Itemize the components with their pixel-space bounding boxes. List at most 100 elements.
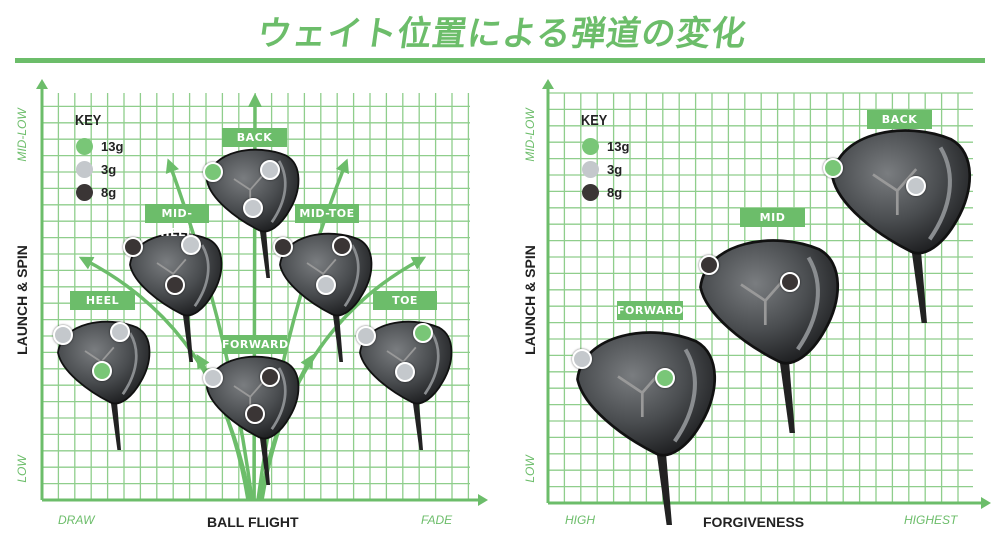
shaft bbox=[259, 224, 270, 278]
key-item-3g: 3g bbox=[76, 161, 116, 178]
weight-13g-icon bbox=[203, 162, 223, 182]
y-axis-arrow-icon bbox=[542, 79, 554, 89]
left-y-top-label: MID-LOW bbox=[15, 108, 29, 162]
weight-3g-icon bbox=[110, 322, 130, 342]
weight-8g-icon bbox=[165, 275, 185, 295]
position-label-forward: FORWARD bbox=[617, 301, 683, 320]
weight-8g-icon bbox=[123, 237, 143, 257]
key-label: 8g bbox=[607, 185, 623, 200]
shaft bbox=[259, 431, 270, 485]
club-head-rim bbox=[673, 348, 697, 443]
position-label-back: BACK bbox=[222, 128, 287, 147]
club-head-rim bbox=[343, 244, 360, 307]
position-label-heel: HEEL bbox=[70, 291, 135, 310]
club-heads bbox=[57, 129, 972, 525]
club-head bbox=[699, 239, 840, 365]
weight-13g-icon bbox=[823, 158, 843, 178]
weight-3g-icon bbox=[181, 235, 201, 255]
key-label: 8g bbox=[101, 185, 117, 200]
key-title: KEY bbox=[75, 112, 102, 129]
x-axis-arrow-icon bbox=[478, 494, 488, 506]
weight-13g-icon bbox=[655, 368, 675, 388]
position-label-toe: TOE bbox=[373, 291, 437, 310]
key-item-3g: 3g bbox=[582, 161, 622, 178]
left-y-bottom-label: LOW bbox=[15, 455, 29, 483]
position-label-mid-toe: MID-TOE bbox=[295, 204, 359, 223]
right-y-bottom-label: LOW bbox=[523, 455, 537, 483]
weight-8g-icon bbox=[245, 404, 265, 424]
left-x-right-label: FADE bbox=[421, 513, 453, 527]
y-axis-arrow-icon bbox=[36, 79, 48, 89]
club-head-back bbox=[831, 129, 972, 323]
club-head-rim bbox=[423, 332, 440, 395]
club-head-rim bbox=[928, 146, 952, 241]
club-head-mid-heel bbox=[129, 232, 223, 362]
position-label-back: BACK bbox=[867, 110, 932, 129]
title-divider bbox=[15, 58, 985, 63]
key-item-13g: 13g bbox=[76, 138, 123, 155]
club-head-rim bbox=[796, 256, 820, 351]
key-title: KEY bbox=[581, 112, 608, 129]
key-label: 13g bbox=[607, 139, 630, 154]
weight-8g-icon bbox=[582, 184, 599, 201]
right-x-axis-title: FORGIVENESS bbox=[703, 514, 805, 530]
weight-3g-icon bbox=[76, 161, 93, 178]
shaft bbox=[910, 242, 927, 323]
shaft bbox=[332, 308, 343, 362]
club-head-crown-mark bbox=[617, 370, 663, 417]
shaft bbox=[655, 444, 672, 525]
club-head-crown-mark bbox=[872, 168, 918, 215]
club-head bbox=[831, 129, 972, 255]
left-y-axis-title: LAUNCH & SPIN bbox=[14, 245, 30, 355]
weight-13g-icon bbox=[76, 138, 93, 155]
weight-3g-icon bbox=[572, 349, 592, 369]
right-y-axis-title: LAUNCH & SPIN bbox=[522, 245, 538, 355]
position-label-mid-heel: MID-HEEL bbox=[145, 204, 209, 239]
weight-3g-icon bbox=[260, 160, 280, 180]
weight-8g-icon bbox=[273, 237, 293, 257]
key-item-8g: 8g bbox=[76, 184, 116, 201]
key-item-8g: 8g bbox=[582, 184, 622, 201]
right-x-right-label: HIGHEST bbox=[904, 513, 958, 527]
position-label-forward: FORWARD bbox=[222, 335, 288, 354]
shaft bbox=[110, 396, 121, 450]
weight-8g-icon bbox=[76, 184, 93, 201]
key-item-13g: 13g bbox=[582, 138, 629, 155]
weight-3g-icon bbox=[906, 176, 926, 196]
club-head-rim bbox=[121, 332, 138, 395]
left-x-left-label: DRAW bbox=[58, 513, 95, 527]
club-head bbox=[576, 331, 717, 457]
club-head-crown-mark bbox=[740, 278, 786, 325]
weight-13g-icon bbox=[413, 323, 433, 343]
weight-3g-icon bbox=[243, 198, 263, 218]
club-head-mid-toe bbox=[279, 232, 373, 362]
key-label: 13g bbox=[101, 139, 124, 154]
weight-3g-icon bbox=[582, 161, 599, 178]
club-head-mid bbox=[699, 239, 840, 433]
shaft bbox=[412, 396, 423, 450]
weight-3g-icon bbox=[395, 362, 415, 382]
weight-3g-icon bbox=[356, 326, 376, 346]
shaft bbox=[182, 308, 193, 362]
weight-3g-icon bbox=[203, 368, 223, 388]
weight-8g-icon bbox=[699, 255, 719, 275]
shaft bbox=[778, 352, 795, 433]
key-label: 3g bbox=[607, 162, 623, 177]
club-head-rim bbox=[270, 367, 287, 430]
weight-13g-icon bbox=[582, 138, 599, 155]
left-x-axis-title: BALL FLIGHT bbox=[207, 514, 299, 530]
club-head-rim bbox=[270, 160, 287, 223]
weight-13g-icon bbox=[92, 361, 112, 381]
key-label: 3g bbox=[101, 162, 117, 177]
weight-8g-icon bbox=[260, 367, 280, 387]
club-head-forward bbox=[576, 331, 717, 525]
x-axis-arrow-icon bbox=[981, 497, 991, 509]
weight-8g-icon bbox=[332, 236, 352, 256]
club-head bbox=[129, 232, 223, 317]
right-x-left-label: HIGH bbox=[565, 513, 595, 527]
club-head bbox=[279, 232, 373, 317]
weight-3g-icon bbox=[53, 325, 73, 345]
weight-3g-icon bbox=[316, 275, 336, 295]
weight-8g-icon bbox=[780, 272, 800, 292]
